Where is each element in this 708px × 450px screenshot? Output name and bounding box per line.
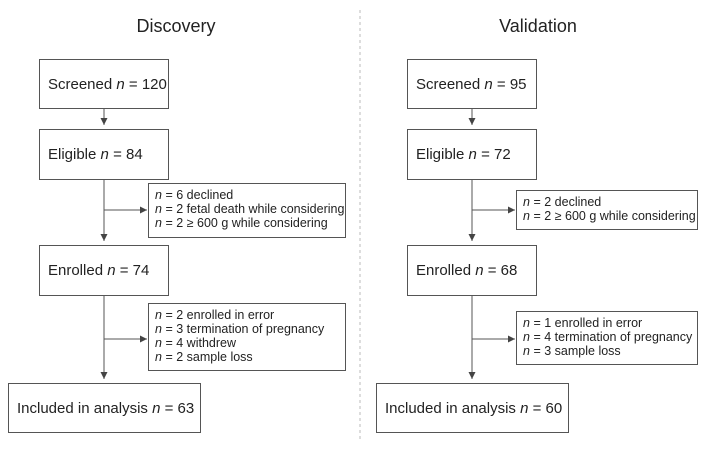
validation-included-box: Included in analysis n = 60 bbox=[376, 383, 569, 433]
exclusion-row: n = 4 withdrew bbox=[155, 336, 236, 350]
screened-count: 120 bbox=[141, 75, 167, 93]
exclusion-row: n = 4 termination of pregnancy bbox=[523, 330, 693, 344]
discovery-screened-box: Screened n = 120 bbox=[39, 59, 169, 109]
validation-screened-box: Screened n = 95 bbox=[407, 59, 537, 109]
screened-label: Screened bbox=[48, 75, 113, 93]
validation-exclusions-1: n = 2 declined n = 2 ≥ 600 g while consi… bbox=[516, 190, 698, 230]
exclusion-row: n = 2 fetal death while considering bbox=[155, 202, 345, 216]
exclusion-row: n = 3 termination of pregnancy bbox=[155, 322, 325, 336]
eligible-count: 84 bbox=[126, 146, 143, 163]
exclusion-row: n = 1 enrolled in error bbox=[523, 316, 643, 330]
discovery-title: Discovery bbox=[136, 16, 216, 36]
exclusion-row: n = 3 sample loss bbox=[523, 344, 621, 358]
enrolled-count: 74 bbox=[132, 262, 150, 279]
exclusion-row: n = 6 declined bbox=[155, 188, 234, 202]
exclusion-row: n = 2 enrolled in error bbox=[155, 308, 275, 322]
exclusion-row: n = 2 ≥ 600 g while considering bbox=[155, 216, 328, 230]
exclusion-row: n = 2 declined bbox=[523, 195, 602, 209]
discovery-exclusions-2: n = 2 enrolled in error n = 3 terminatio… bbox=[148, 303, 346, 371]
validation-eligible-box: Eligible n = 72 bbox=[407, 129, 537, 180]
validation-enrolled-box: Enrolled n = 68 bbox=[407, 245, 537, 296]
included-count: 63 bbox=[177, 399, 195, 417]
validation-exclusions-2: n = 1 enrolled in error n = 4 terminatio… bbox=[516, 311, 698, 365]
discovery-exclusions-1: n = 6 declined n = 2 fetal death while c… bbox=[148, 183, 346, 238]
discovery-eligible-box: Eligible n = 84 bbox=[39, 129, 169, 180]
discovery-included-box: Included in analysis n = 63 bbox=[8, 383, 201, 433]
validation-title: Validation bbox=[499, 16, 577, 36]
discovery-enrolled-box: Enrolled n = 74 bbox=[39, 245, 169, 296]
exclusion-row: n = 2 ≥ 600 g while considering bbox=[523, 209, 696, 223]
exclusion-row: n = 2 sample loss bbox=[155, 350, 253, 364]
